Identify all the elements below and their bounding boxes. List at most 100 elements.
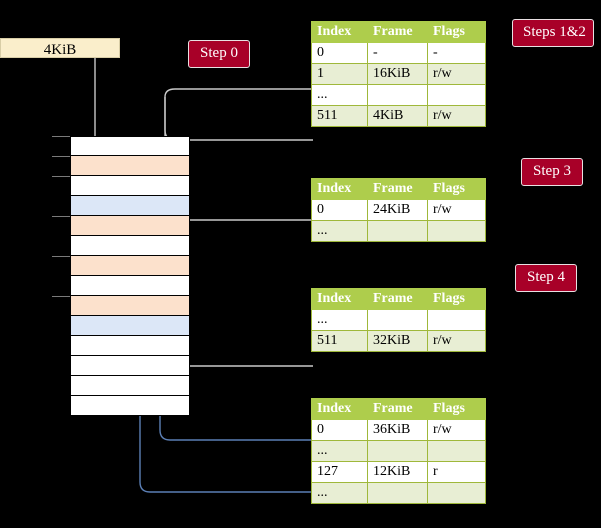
wire-cr3-to-l4	[164, 88, 313, 141]
table-cell	[367, 482, 428, 504]
table-cell: 32KiB	[367, 330, 428, 352]
memory-frame-row	[70, 396, 190, 416]
memory-row-tick	[52, 156, 70, 157]
table-cell: r/w	[427, 199, 486, 221]
table-cell	[367, 309, 428, 331]
memory-row-tick	[52, 296, 70, 297]
table-cell: 36KiB	[367, 419, 428, 441]
table-row[interactable]: ...	[311, 309, 486, 331]
column-header-frame: Frame	[367, 178, 428, 200]
table-cell	[427, 482, 486, 504]
column-header-flags: Flags	[427, 21, 486, 43]
table-cell: 511	[311, 330, 368, 352]
column-header-flags: Flags	[427, 398, 486, 420]
column-header-flags: Flags	[427, 288, 486, 310]
table-cell: 12KiB	[367, 461, 428, 483]
column-header-frame: Frame	[367, 288, 428, 310]
table-cell: r	[427, 461, 486, 483]
table-cell	[367, 84, 428, 106]
memory-frame-row	[70, 316, 190, 336]
badge-step-0: Step 0	[188, 40, 250, 68]
memory-frame-row	[70, 296, 190, 316]
table-row[interactable]: 0--	[311, 42, 486, 64]
column-header-index: Index	[311, 178, 368, 200]
table-cell: 1	[311, 63, 368, 85]
table-cell: 127	[311, 461, 368, 483]
memory-frame-row	[70, 216, 190, 236]
table-cell: 24KiB	[367, 199, 428, 221]
table-cell	[367, 440, 428, 462]
column-header-index: Index	[311, 398, 368, 420]
memory-row-tick	[52, 136, 70, 137]
badge-step-4-label: Step 4	[527, 269, 565, 285]
column-header-index: Index	[311, 288, 368, 310]
table-cell: 16KiB	[367, 63, 428, 85]
memory-frame-row	[70, 356, 190, 376]
memory-frame-row	[70, 136, 190, 156]
frame-box-label: 4KiB	[43, 42, 77, 58]
badge-step-0-label: Step 0	[200, 45, 238, 61]
table-cell: ...	[311, 309, 368, 331]
column-header-index: Index	[311, 21, 368, 43]
memory-frame-row	[70, 156, 190, 176]
table-cell: r/w	[427, 63, 486, 85]
memory-row-tick	[52, 256, 70, 257]
table-row[interactable]: ...	[311, 220, 486, 242]
memory-frame-row	[70, 196, 190, 216]
badge-steps-1-2-label: Steps 1&2	[523, 24, 586, 40]
column-header-frame: Frame	[367, 21, 428, 43]
memory-frame-row	[70, 336, 190, 356]
table-cell: ...	[311, 220, 368, 242]
table-cell: -	[427, 42, 486, 64]
table-cell: r/w	[427, 105, 486, 127]
table-cell	[427, 220, 486, 242]
table-row[interactable]: ...	[311, 84, 486, 106]
memory-frame-row	[70, 276, 190, 296]
badge-step-3: Step 3	[521, 158, 583, 186]
memory-frame-row	[70, 256, 190, 276]
table-cell	[427, 440, 486, 462]
table-row[interactable]: ...	[311, 482, 486, 504]
badge-steps-1-2: Steps 1&2	[512, 19, 594, 47]
memory-frame-row	[70, 176, 190, 196]
table-cell	[427, 84, 486, 106]
physical-memory-column	[52, 136, 190, 416]
table-cell: 511	[311, 105, 368, 127]
table-cell: r/w	[427, 330, 486, 352]
table-cell	[367, 220, 428, 242]
table-cell: 0	[311, 42, 368, 64]
table-cell	[427, 309, 486, 331]
table-cell: ...	[311, 84, 368, 106]
memory-row-tick	[52, 176, 70, 177]
table-cell: r/w	[427, 419, 486, 441]
wire-l3-to-memory	[179, 219, 313, 252]
memory-frame-row	[70, 376, 190, 396]
table-cell: ...	[311, 440, 368, 462]
memory-row-tick	[52, 216, 70, 217]
column-header-flags: Flags	[427, 178, 486, 200]
badge-step-4: Step 4	[515, 264, 577, 292]
table-cell: -	[367, 42, 428, 64]
table-cell: 4KiB	[367, 105, 428, 127]
table-cell: ...	[311, 482, 368, 504]
table-row[interactable]: ...	[311, 440, 486, 462]
badge-step-3-label: Step 3	[533, 163, 571, 179]
frame-box-4kib: 4KiB	[0, 38, 120, 58]
memory-frame-row	[70, 236, 190, 256]
column-header-frame: Frame	[367, 398, 428, 420]
